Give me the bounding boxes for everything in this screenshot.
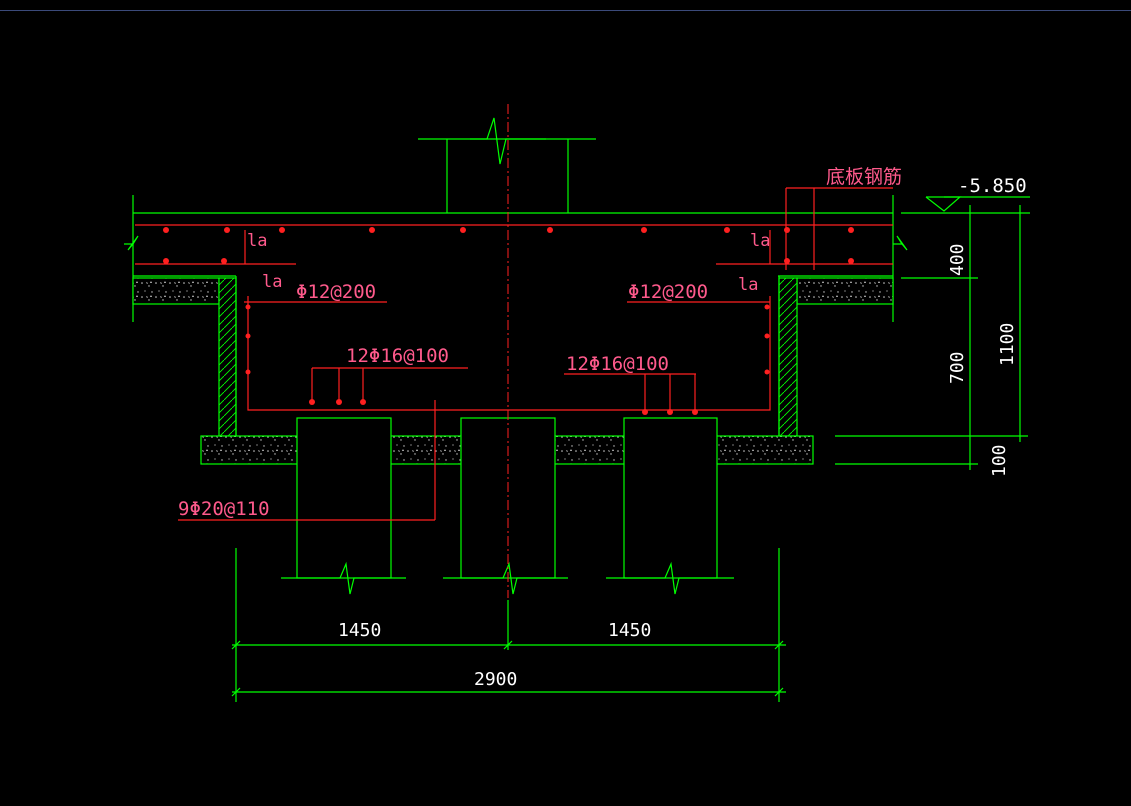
pile-bars-label: 9Φ20@110 bbox=[178, 498, 270, 520]
elevation-label: -5.850 bbox=[958, 175, 1027, 197]
piles bbox=[281, 417, 734, 595]
stirrup-label-left: Φ12@200 bbox=[296, 281, 376, 303]
dim-total-width: 2900 bbox=[474, 669, 517, 690]
extension-lines bbox=[835, 196, 1030, 470]
slab-cushion-right bbox=[796, 277, 894, 305]
anchorage-label-2: la bbox=[262, 272, 282, 292]
bottom-bars-label-left: 12Φ16@100 bbox=[346, 345, 449, 367]
anchorage-label-1: la bbox=[247, 231, 267, 251]
anchorage-label-4: la bbox=[738, 275, 758, 295]
dim-pit-depth: 700 bbox=[947, 351, 968, 384]
pit-base bbox=[235, 276, 780, 436]
rebar-lines bbox=[135, 187, 893, 521]
dim-total-depth: 1100 bbox=[997, 323, 1018, 366]
pile-center bbox=[460, 417, 556, 579]
dim-cushion-thickness: 100 bbox=[989, 444, 1010, 477]
bottom-slab bbox=[124, 195, 908, 322]
pit-wall-left bbox=[218, 277, 237, 437]
slab-cushion-left bbox=[132, 277, 220, 305]
dim-slab-thickness: 400 bbox=[947, 243, 968, 276]
bottom-dimensions bbox=[231, 548, 786, 702]
pile-right bbox=[623, 417, 718, 579]
column-stub bbox=[418, 117, 596, 213]
viewport-top-border bbox=[0, 10, 1131, 11]
stirrup-label-right: Φ12@200 bbox=[628, 281, 708, 303]
rebar-dots bbox=[163, 227, 854, 415]
bottom-slab-rebar-label: 底板钢筋 bbox=[826, 166, 902, 188]
anchorage-label-3: la bbox=[750, 231, 770, 251]
bottom-bars-label-right: 12Φ16@100 bbox=[566, 353, 669, 375]
pit-wall-right bbox=[778, 277, 798, 437]
dim-half-width-right: 1450 bbox=[608, 620, 651, 641]
dim-half-width-left: 1450 bbox=[338, 620, 381, 641]
pile-left bbox=[296, 417, 392, 579]
